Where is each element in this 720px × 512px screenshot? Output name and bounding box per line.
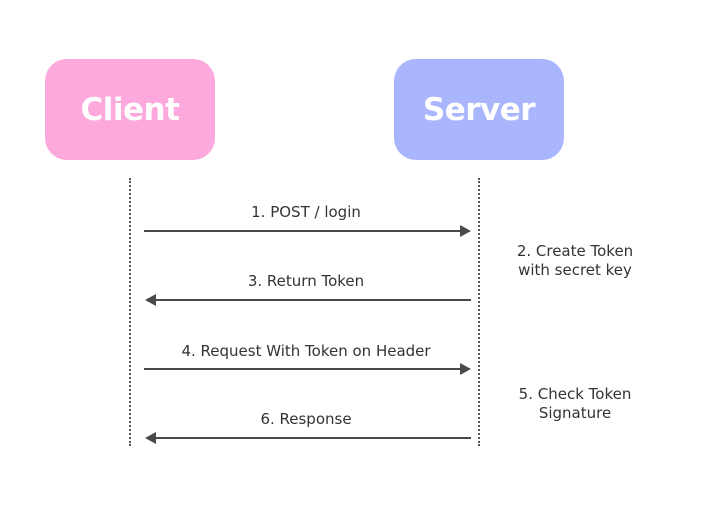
message-6-label: 6. Response <box>260 410 352 428</box>
message-3-arrow <box>145 294 471 306</box>
client-lifeline <box>129 178 131 446</box>
note-line: Signature <box>538 404 612 422</box>
note-line: with secret key <box>518 261 632 279</box>
arrowhead-right-icon <box>460 225 471 237</box>
client-label: Client <box>80 91 180 128</box>
client-actor-box: Client <box>45 59 215 160</box>
note-line: 2. Create Token <box>516 242 634 260</box>
message-1-label: 1. POST / login <box>251 203 361 221</box>
message-6-arrow <box>145 432 471 444</box>
server-lifeline <box>478 178 480 446</box>
server-actor-box: Server <box>394 59 564 160</box>
message-3-label: 3. Return Token <box>247 272 365 290</box>
message-1-arrow <box>144 225 471 237</box>
server-label: Server <box>422 91 536 128</box>
message-4-label: 4. Request With Token on Header <box>181 342 431 360</box>
note-check-signature: 5. Check Token Signature <box>500 385 650 423</box>
arrowhead-right-icon <box>460 363 471 375</box>
arrowhead-left-icon <box>145 432 156 444</box>
message-4-arrow <box>144 363 471 375</box>
note-create-token: 2. Create Token with secret key <box>500 242 650 280</box>
note-line: 5. Check Token <box>518 385 632 403</box>
arrowhead-left-icon <box>145 294 156 306</box>
